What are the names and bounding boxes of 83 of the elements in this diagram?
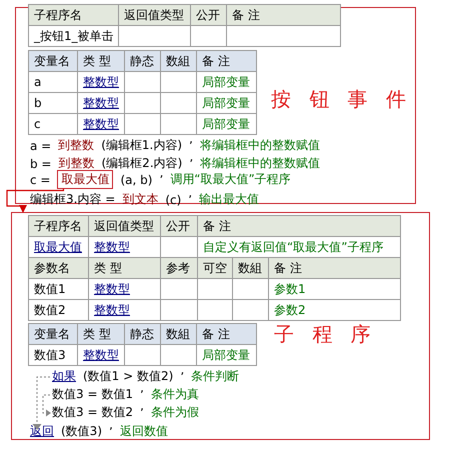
table-cell: 整数型 (89, 300, 161, 321)
header-cell: 变量名 (29, 51, 78, 72)
comment-text: 将编辑框中的整数赋值 (200, 155, 320, 172)
comment-text: 条件判断 (191, 368, 240, 385)
keyword-text: 如果 (52, 368, 76, 385)
header-cell: 类 型 (89, 258, 161, 279)
comment-text: 调用“取最大值”子程序 (170, 171, 291, 188)
header-cell: 静态 (125, 51, 161, 72)
code-text: (a, b) (120, 172, 152, 186)
table-cell: 整数型 (78, 72, 125, 93)
header-cell: 数組 (161, 324, 197, 345)
code-text: (数值1 > 数值2) (83, 368, 174, 385)
table-cell: b (29, 93, 78, 114)
header-cell: 子程序名 (29, 5, 119, 26)
table-cell: 整数型 (78, 114, 125, 135)
header-cell: 公开 (191, 5, 227, 26)
table-cell: 数值2 (29, 300, 89, 321)
code-text: b = (30, 156, 52, 170)
header-cell: 备 注 (227, 5, 341, 26)
table-cell: 整数型 (78, 93, 125, 114)
header-cell: 返回值类型 (89, 216, 161, 237)
code-text: c = (30, 172, 50, 186)
table-cell: c (29, 114, 78, 135)
table-cell: 自定义有返回值“取最大值”子程序 (198, 237, 401, 258)
code-text: 编辑框3.内容 = (30, 191, 116, 208)
code-text: ’ (189, 138, 193, 152)
call-box: 取最大值 (57, 170, 114, 189)
code-text: ’ (159, 172, 164, 186)
header-cell: 备 注 (197, 51, 257, 72)
code-text: a = (30, 138, 52, 152)
header-cell: 备 注 (198, 216, 401, 237)
header-cell: 可空 (198, 258, 233, 279)
table-cell: 参数2 (269, 300, 401, 321)
arrow (6, 189, 64, 213)
header-cell: 数組 (161, 51, 197, 72)
header-cell: 子程序名 (29, 216, 89, 237)
table-cell: 局部变量 (197, 345, 257, 366)
header-cell: 参考 (161, 258, 198, 279)
code-text: ’ (189, 156, 194, 170)
header-cell: 静态 (125, 324, 161, 345)
code-text: (编辑框2.内容) (102, 155, 182, 172)
section-title: 按 钮 事 件 (271, 86, 412, 113)
comment-text: 返回数值 (120, 423, 168, 440)
header-cell: 返回值类型 (119, 5, 191, 26)
header-cell: 参数名 (29, 258, 89, 279)
header-cell: 数組 (233, 258, 269, 279)
table-cell: 取最大值 (29, 237, 89, 258)
code-text: (c) (165, 192, 182, 206)
comment-text: 条件为假 (150, 404, 199, 421)
section-title: 子 程 序 (274, 321, 377, 348)
table-cell: 整数型 (89, 279, 161, 300)
header-cell: 类 型 (78, 51, 125, 72)
code-text: ’ (140, 388, 144, 402)
code-text: ’ (109, 424, 113, 438)
header-cell: 公开 (161, 216, 198, 237)
table-cell: _按钮1_被单击 (29, 26, 119, 47)
comment-text: 输出最大值 (199, 191, 260, 208)
table-cell: 整数型 (78, 345, 125, 366)
table-cell: 局部变量 (197, 93, 257, 114)
table-cell: 局部变量 (197, 72, 257, 93)
code-text: 到整数 (58, 137, 94, 154)
table-cell: a (29, 72, 78, 93)
section-frame (11, 212, 430, 440)
comment-text: 条件为真 (150, 386, 199, 403)
comment-text: 将编辑框中的整数赋值 (200, 137, 320, 154)
table-cell: 数值3 (29, 345, 78, 366)
header-cell: 变量名 (29, 324, 78, 345)
header-cell: 备 注 (197, 324, 257, 345)
code-text: ’ (140, 406, 144, 420)
code-text: (数值3) (61, 423, 102, 440)
header-cell: 备 注 (269, 258, 401, 279)
code-text: 数值3 = 数值1 (52, 386, 133, 403)
code-text: 到文本 (122, 191, 158, 208)
table-cell: 整数型 (89, 237, 161, 258)
code-text: 数值3 = 数值2 (52, 404, 133, 421)
header-cell: 类 型 (78, 324, 125, 345)
code-text: 到整数 (58, 155, 94, 172)
table-cell: 局部变量 (197, 114, 257, 135)
table-cell: 数值1 (29, 279, 89, 300)
code-text: ’ (180, 370, 184, 384)
code-text: (编辑框1.内容) (101, 137, 182, 154)
table-cell: 参数1 (269, 279, 401, 300)
code-text: ’ (188, 192, 192, 206)
